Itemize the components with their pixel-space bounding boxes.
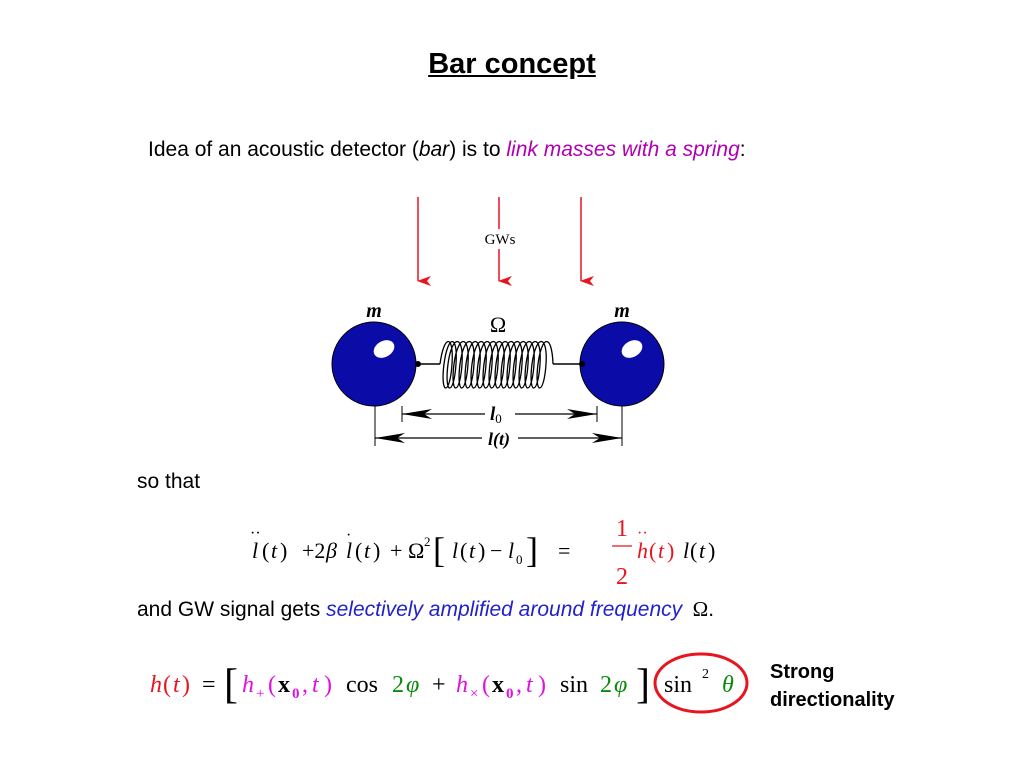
mass-left-label: m xyxy=(366,300,382,322)
note-line-1: Strong xyxy=(770,661,835,683)
intro-text-after: : xyxy=(739,138,746,161)
signal-text: and GW signal gets selectively amplified… xyxy=(137,597,714,622)
svg-text:): ) xyxy=(538,672,546,698)
intro-text: Idea of an acoustic detector (bar) is to… xyxy=(148,138,746,162)
svg-text:t: t xyxy=(469,538,476,563)
svg-text:−: − xyxy=(490,538,502,563)
svg-text:sin: sin xyxy=(664,672,692,698)
svg-text:l: l xyxy=(346,538,352,563)
svg-text:): ) xyxy=(478,538,485,563)
svg-text:h: h xyxy=(637,538,648,563)
svg-text:+: + xyxy=(432,672,446,698)
svg-text:l: l xyxy=(452,538,458,563)
page-title: Bar concept xyxy=(428,48,596,80)
svg-text:(: ( xyxy=(355,538,362,563)
svg-text:β: β xyxy=(325,538,337,563)
svg-text:+: + xyxy=(390,538,402,563)
svg-text:Ω: Ω xyxy=(408,538,424,563)
svg-text:0: 0 xyxy=(516,552,523,567)
svg-text:×: × xyxy=(470,686,478,702)
svg-text:t: t xyxy=(699,538,706,563)
svg-text:2: 2 xyxy=(702,667,709,682)
svg-text:l: l xyxy=(683,538,689,563)
svg-text:]: ] xyxy=(526,530,538,570)
mass-right xyxy=(579,321,665,407)
so-that-text: so that xyxy=(137,470,201,493)
spring-omega-label: Ω xyxy=(490,312,506,337)
svg-text:h: h xyxy=(456,672,468,698)
svg-text:(: ( xyxy=(262,538,269,563)
svg-text:t: t xyxy=(658,538,665,563)
svg-text:x: x xyxy=(278,672,290,698)
svg-text:x: x xyxy=(492,672,504,698)
svg-text:,: , xyxy=(302,672,308,698)
lt-label: l(t) xyxy=(488,429,510,450)
svg-text:(: ( xyxy=(649,538,656,563)
svg-text:sin: sin xyxy=(560,672,588,698)
svg-text:): ) xyxy=(667,538,674,563)
svg-text:0: 0 xyxy=(292,686,300,702)
svg-text:]: ] xyxy=(636,662,650,708)
svg-text:(: ( xyxy=(163,672,171,698)
directionality-note: Strong directionality xyxy=(770,658,894,714)
gws-label: GWs xyxy=(485,232,516,248)
svg-text:h: h xyxy=(242,672,254,698)
note-line-2: directionality xyxy=(770,689,895,711)
svg-text:cos: cos xyxy=(346,672,378,698)
intro-text-mid: ) is to xyxy=(449,138,507,161)
omega-symbol: Ω xyxy=(692,597,709,621)
svg-text:(: ( xyxy=(268,672,276,698)
svg-text:2: 2 xyxy=(392,672,404,698)
svg-text:[: [ xyxy=(433,530,445,570)
svg-text:··: ·· xyxy=(637,525,648,542)
svg-text:1: 1 xyxy=(616,516,628,542)
signal-text-before: and GW signal gets xyxy=(137,598,327,621)
signal-text-after: . xyxy=(708,598,715,621)
svg-text:l: l xyxy=(252,538,258,563)
svg-text:0: 0 xyxy=(506,686,514,702)
svg-text:+: + xyxy=(256,686,264,702)
spring-coil xyxy=(439,341,554,389)
svg-text:2: 2 xyxy=(616,564,628,590)
bar-word: bar xyxy=(418,138,450,161)
svg-text:t: t xyxy=(173,672,181,698)
svg-text:h: h xyxy=(150,672,162,698)
directionality-highlight-circle xyxy=(653,652,749,714)
svg-text:··: ·· xyxy=(250,525,261,542)
svg-text:t: t xyxy=(364,538,371,563)
svg-text:,: , xyxy=(516,672,522,698)
mass-right-label: m xyxy=(614,300,630,322)
svg-text:θ: θ xyxy=(722,672,734,698)
mass-left xyxy=(331,321,417,407)
svg-text:2: 2 xyxy=(424,534,431,549)
svg-text:(: ( xyxy=(690,538,697,563)
svg-text:l: l xyxy=(508,538,514,563)
svg-text:=: = xyxy=(202,672,216,698)
svg-text:(: ( xyxy=(460,538,467,563)
svg-text:φ: φ xyxy=(406,672,419,698)
svg-text:t: t xyxy=(526,672,534,698)
svg-text:t: t xyxy=(312,672,320,698)
svg-text:·: · xyxy=(346,527,351,544)
intro-text-before: Idea of an acoustic detector ( xyxy=(148,138,419,161)
intro-highlight: link masses with a spring xyxy=(506,138,740,161)
l0-label: l0 xyxy=(490,404,502,426)
svg-text:): ) xyxy=(280,538,287,563)
signal-highlight: selectively amplified around frequency xyxy=(326,598,683,621)
svg-text:): ) xyxy=(373,538,380,563)
svg-text:=: = xyxy=(558,538,570,563)
svg-text:): ) xyxy=(324,672,332,698)
svg-text:+2: +2 xyxy=(302,538,325,563)
svg-text:): ) xyxy=(182,672,190,698)
svg-text:2: 2 xyxy=(600,672,612,698)
svg-text:t: t xyxy=(271,538,278,563)
svg-text:φ: φ xyxy=(614,672,627,698)
svg-text:(: ( xyxy=(482,672,490,698)
svg-text:): ) xyxy=(708,538,715,563)
svg-text:[: [ xyxy=(224,662,238,708)
